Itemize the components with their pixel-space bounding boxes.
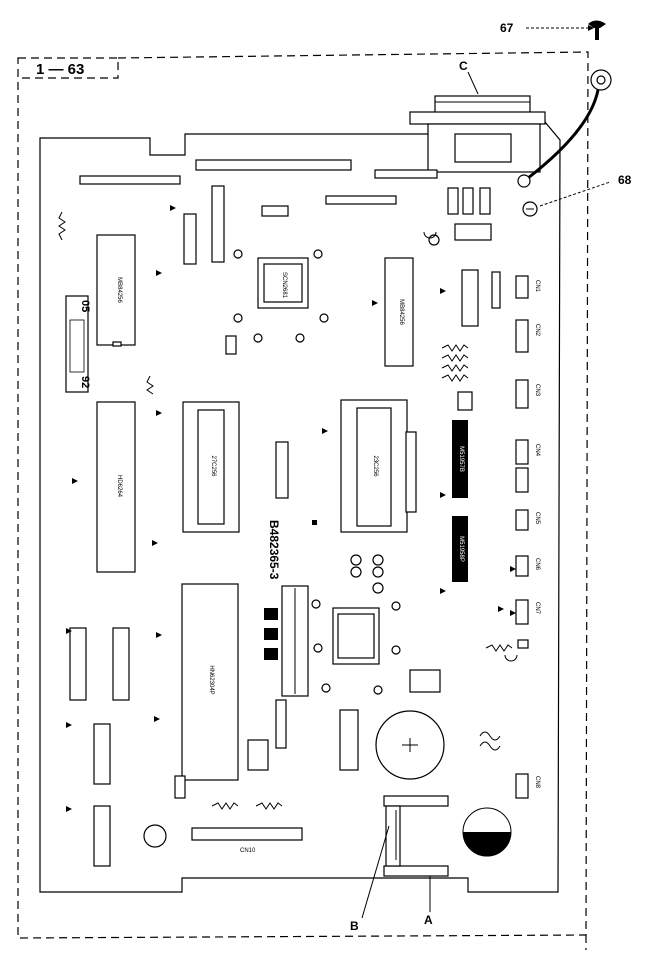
chip-u4 [384,257,414,367]
ground-ring-68 [522,181,611,217]
callout-67 [526,25,594,31]
black-chip-2 [452,516,468,582]
callout-c [467,71,479,95]
circuit-board-outline [39,121,561,893]
crystal [143,824,167,848]
callout-b [361,825,390,919]
chip-u9 [93,723,111,785]
dip-switch-label-b: 92 [79,376,91,388]
dip-switch-label: 05 [79,300,91,312]
chip-u1-label: MB84256 [116,277,122,303]
coils [350,554,384,594]
chip-u14 [409,669,441,693]
resistors [58,211,513,810]
big-chip-label: HN62304P [208,665,214,694]
cn10-label: CN10 [240,848,256,854]
black-chip-1-label: M51957B [458,446,464,472]
resistor-array [491,271,501,309]
bracket-assembly [383,795,449,877]
chip-u8 [112,627,130,701]
pin-header [281,585,309,697]
cn2-label: CN2 [534,324,540,337]
bottom-connector [191,827,303,841]
chip-u4-label: MB84256 [398,299,404,325]
dip-switch [65,295,89,393]
big-chip [174,583,239,799]
callout-c-label: C [459,59,468,73]
cn8-label: CN8 [534,776,540,789]
chip-u7 [69,627,87,701]
cn1-label: CN1 [534,280,540,293]
chip-u2 [96,401,136,573]
small-components [225,231,529,751]
rom-chip-1-label: 27C256 [210,455,216,477]
battery [462,807,512,857]
gate-array [257,257,309,309]
black-chip-2-label: M51958P [458,536,464,562]
chip-u12 [275,699,287,749]
rom-chip-2-label: 23C256 [372,455,378,477]
callout-67-label: 67 [500,21,514,35]
cn4-label: CN4 [534,444,540,457]
connector-c-assembly [409,95,546,173]
callout-a-label: A [424,913,433,927]
chip-u6 [332,607,380,665]
rom-chip-2 [340,399,417,533]
assembly-outline [17,51,589,950]
black-squares [264,608,278,660]
gate-array-label: SCN2681 [281,272,287,299]
board-number: B482365-3 [267,520,281,580]
chip-u13 [339,709,359,771]
chip-u5 [461,269,479,327]
chip-u10 [93,805,111,867]
chip-u3 [275,441,289,499]
chip-u11 [247,739,269,771]
black-chip-1 [452,420,468,498]
assembly-label: 1 — 63 [36,61,84,78]
chip-u1 [96,234,136,347]
callout-b-label: B [350,919,359,933]
cn7-label: CN7 [534,602,540,615]
chip-u2-label: HD6264 [116,475,122,498]
callout-68-label: 68 [618,173,632,187]
test-points [233,234,440,695]
rom-chip-1 [182,401,240,533]
screw-67 [517,20,612,188]
cn3-label: CN3 [534,384,540,397]
top-connectors [79,159,492,265]
cn6-label: CN6 [534,558,540,571]
cn5-label: CN5 [534,512,540,525]
orientation-arrows [66,205,516,812]
electrolytic-capacitor [375,710,445,780]
right-connectors [457,275,529,799]
